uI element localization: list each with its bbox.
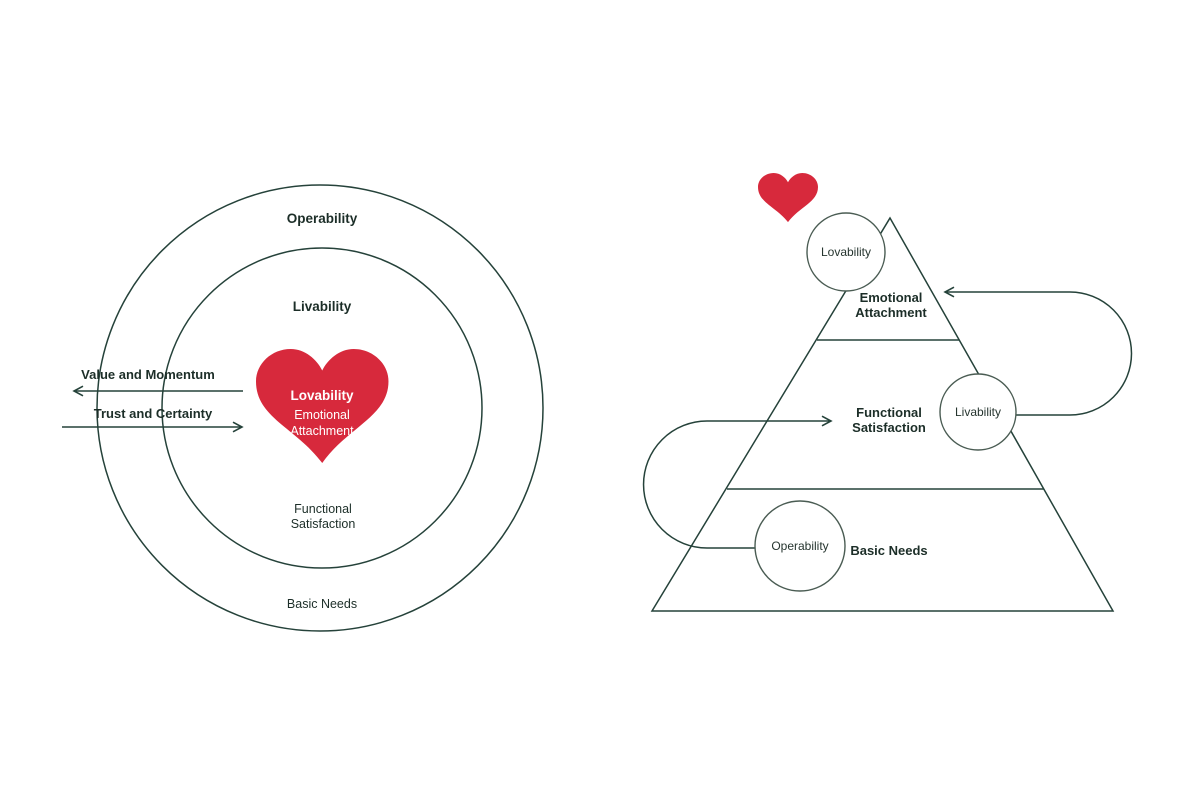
- basic-needs-ring-label: Basic Needs: [287, 597, 357, 611]
- heart-title-label: Lovability: [290, 388, 354, 403]
- operability-circle: [754, 500, 846, 592]
- functional-satisfaction-label-line2: Satisfaction: [291, 517, 356, 531]
- emotional-attachment-label-line2: Attachment: [855, 305, 927, 320]
- heart-icon: [758, 173, 818, 223]
- heart-subtitle-line2: Attachment: [290, 424, 354, 438]
- operability-circle-label: Operability: [771, 539, 828, 553]
- livability-circle-label: Livability: [955, 405, 1001, 419]
- outer-circle: [96, 184, 544, 632]
- emotional-attachment-label-line1: Emotional: [860, 290, 923, 305]
- pyramid-diagram: Lovability Livability Operability Emotio…: [642, 173, 1133, 612]
- functional-satisfaction-level-label-line2: Satisfaction: [852, 420, 926, 435]
- value-momentum-label: Value and Momentum: [81, 367, 215, 382]
- concentric-circles-diagram: Value and Momentum Trust and Certainty O…: [62, 184, 544, 632]
- livability-loop-arrow: [943, 286, 1133, 416]
- lovability-circle-label: Lovability: [821, 245, 871, 259]
- functional-satisfaction-label-line1: Functional: [294, 502, 352, 516]
- functional-satisfaction-level-label-line1: Functional: [856, 405, 922, 420]
- basic-needs-level-label: Basic Needs: [850, 543, 927, 558]
- livability-circle: [939, 373, 1017, 451]
- heart-icon: [256, 349, 389, 463]
- inner-circle: [161, 247, 483, 569]
- heart-subtitle-line1: Emotional: [294, 408, 350, 422]
- trust-certainty-label: Trust and Certainty: [94, 406, 213, 421]
- operability-ring-label: Operability: [287, 211, 358, 226]
- operability-loop-arrow: [642, 415, 833, 549]
- lovability-circle: [806, 212, 886, 292]
- livability-ring-label: Livability: [293, 299, 352, 314]
